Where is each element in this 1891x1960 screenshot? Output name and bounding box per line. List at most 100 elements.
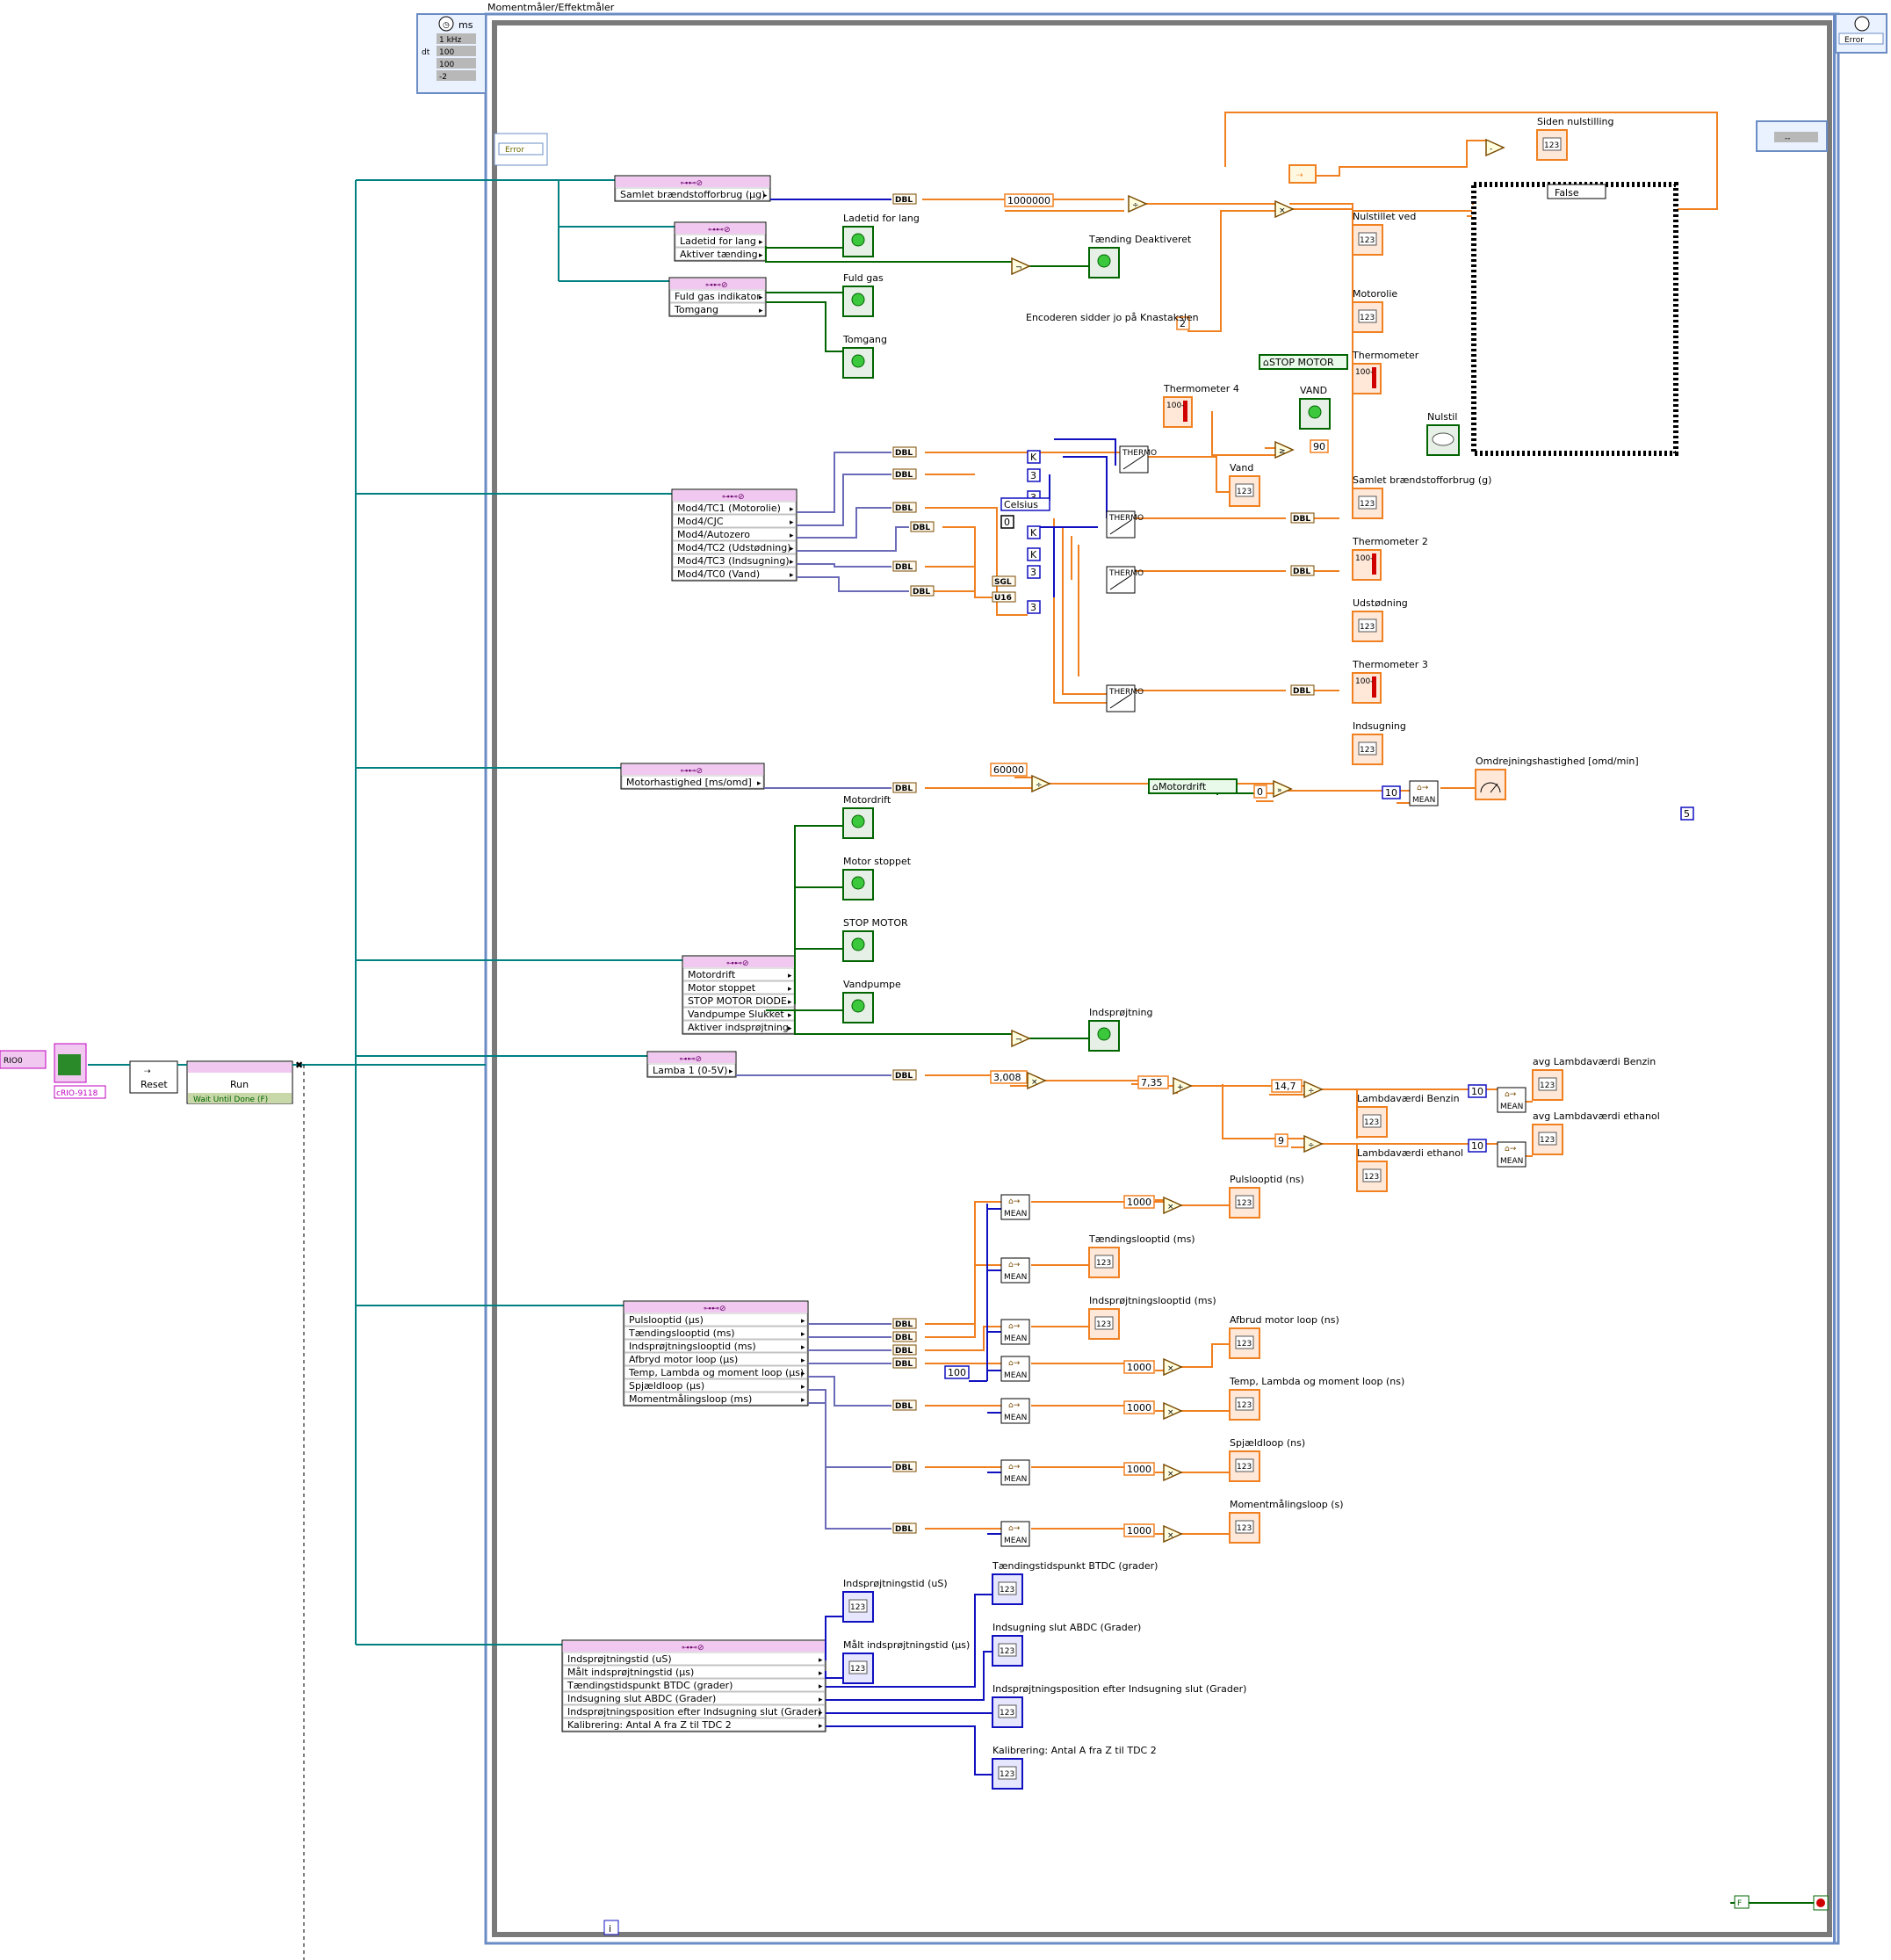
operator-node[interactable]: ×: [1027, 1071, 1047, 1090]
fpga-io-node[interactable]: ⊶⊷⊘Motorhastighed [ms/omd]▸: [620, 763, 765, 790]
type-conversion[interactable]: DBL: [892, 1331, 917, 1342]
type-conversion[interactable]: DBL: [892, 561, 917, 572]
type-conversion[interactable]: DBL: [892, 1318, 917, 1329]
operator-node[interactable]: ×: [1163, 1401, 1183, 1421]
numeric-constant[interactable]: 5: [1680, 806, 1694, 821]
operator-node[interactable]: »: [1273, 779, 1293, 799]
type-conversion[interactable]: DBL: [892, 1461, 917, 1472]
mean-node[interactable]: MEAN⌂→: [1000, 1257, 1030, 1284]
numeric-constant[interactable]: 1000000: [1004, 193, 1054, 207]
fpga-io-node[interactable]: ⊶⊷⊘Mod4/TC1 (Motorolie)▸Mod4/CJC▸Mod4/Au…: [671, 488, 798, 582]
operator-node[interactable]: ¬: [1011, 1029, 1031, 1048]
indicator[interactable]: Målt indsprøjtningstid (µs)123: [842, 1639, 970, 1684]
fpga-io-node[interactable]: ⊶⊷⊘Ladetid for lang▸Aktiver tænding▸: [674, 221, 767, 262]
numeric-constant[interactable]: 10: [1382, 785, 1401, 799]
type-conversion[interactable]: DBL: [1290, 565, 1315, 576]
thermocouple-node[interactable]: THERMO: [1106, 566, 1144, 594]
numeric-constant[interactable]: 1000: [1123, 1360, 1155, 1374]
numeric-constant[interactable]: 90: [1310, 439, 1329, 453]
type-conversion[interactable]: DBL: [892, 782, 917, 793]
indicator[interactable]: Tænding Deaktiveret: [1088, 234, 1192, 278]
mean-node[interactable]: MEAN⌂→: [1409, 780, 1439, 806]
mean-node[interactable]: MEAN⌂→: [1000, 1398, 1030, 1424]
indicator[interactable]: Indsprøjtningstid (uS)123: [842, 1578, 948, 1623]
type-conversion[interactable]: DBL: [892, 1069, 917, 1081]
operator-node[interactable]: +: [1173, 1076, 1193, 1096]
operator-node[interactable]: ×: [1163, 1357, 1183, 1377]
iteration-terminal[interactable]: i: [603, 1920, 619, 1935]
type-conversion[interactable]: DBL: [892, 1399, 917, 1411]
stop-constant[interactable]: F: [1734, 1895, 1750, 1909]
indicator[interactable]: STOP MOTOR: [842, 917, 908, 962]
indicator[interactable]: Tomgang: [842, 334, 887, 379]
indicator[interactable]: Omdrejningshastighed [omd/min]: [1475, 756, 1639, 800]
numeric-constant[interactable]: 9: [1274, 1133, 1288, 1147]
case-structure[interactable]: False: [1471, 182, 1678, 456]
numeric-constant[interactable]: 3: [1027, 565, 1041, 579]
numeric-constant[interactable]: 60000: [990, 763, 1028, 777]
numeric-constant[interactable]: 0: [1000, 515, 1014, 529]
mean-node[interactable]: MEAN⌂→: [1000, 1521, 1030, 1547]
fpga-io-node[interactable]: ⊶⊷⊘Samlet brændstofforbrug (µg)▸: [614, 175, 771, 202]
numeric-constant[interactable]: 1000: [1123, 1195, 1155, 1209]
operator-node[interactable]: -: [1485, 138, 1505, 157]
indicator[interactable]: Ladetid for lang: [842, 213, 920, 257]
timing-node[interactable]: ◷ ms 1 kHz dt 100 100 -2: [416, 13, 487, 94]
indicator[interactable]: Samlet brændstofforbrug (g)123: [1352, 474, 1491, 519]
operator-node[interactable]: ×: [1163, 1463, 1183, 1482]
type-conversion[interactable]: DBL: [892, 446, 917, 458]
timing-output-node[interactable]: Error: [1835, 13, 1887, 54]
indicator[interactable]: Indsprøjtning: [1088, 1007, 1153, 1052]
operator-node[interactable]: ¬: [1011, 257, 1031, 276]
operator-node[interactable]: ÷: [1303, 1080, 1324, 1099]
operator-node[interactable]: ×: [1163, 1196, 1183, 1215]
numeric-constant[interactable]: 100: [944, 1365, 970, 1379]
fpga-io-node[interactable]: ⊶⊷⊘Motordrift▸Motor stoppet▸STOP MOTOR D…: [682, 955, 796, 1035]
numeric-constant[interactable]: Celsius: [1000, 497, 1050, 511]
indicator[interactable]: Motor stoppet: [842, 856, 912, 900]
numeric-constant[interactable]: 7,35: [1137, 1075, 1169, 1089]
type-conversion[interactable]: DBL: [892, 502, 917, 513]
indicator[interactable]: Temp, Lambda og moment loop (ns)123: [1229, 1376, 1404, 1421]
stop-terminal[interactable]: [1813, 1895, 1829, 1911]
fpga-io-node[interactable]: ⊶⊷⊘Lamba 1 (0-5V)▸: [646, 1051, 737, 1078]
indicator[interactable]: Fuld gas: [842, 272, 884, 317]
numeric-constant[interactable]: 1000: [1123, 1523, 1155, 1537]
numeric-constant[interactable]: 14,7: [1271, 1079, 1303, 1093]
indicator[interactable]: Indsugning slut ABDC (Grader)123: [992, 1622, 1141, 1667]
numeric-constant[interactable]: 1000: [1123, 1400, 1155, 1414]
shift-register-right[interactable]: --: [1756, 120, 1828, 152]
numeric-constant[interactable]: 3,008: [990, 1070, 1028, 1084]
type-conversion[interactable]: DBL: [1290, 684, 1315, 696]
run-node[interactable]: Run Wait Until Done (F): [186, 1060, 293, 1104]
operator-node[interactable]: ×: [1274, 199, 1295, 219]
indicator[interactable]: Motordrift: [842, 794, 891, 839]
numeric-constant[interactable]: 1000: [1123, 1462, 1155, 1476]
indicator[interactable]: Momentmålingsloop (s)123: [1229, 1499, 1344, 1544]
indicator[interactable]: Indsprøjtningsposition efter Indsugning …: [992, 1683, 1246, 1728]
operator-node[interactable]: ÷: [1031, 774, 1051, 793]
thermocouple-node[interactable]: THERMO: [1106, 684, 1144, 712]
mean-node[interactable]: MEAN⌂→: [1000, 1356, 1030, 1382]
mean-node[interactable]: MEAN⌂→: [1497, 1087, 1527, 1113]
numeric-constant[interactable]: K: [1027, 547, 1041, 561]
thermocouple-node[interactable]: THERMO: [1119, 445, 1157, 474]
indicator[interactable]: Vandpumpe: [842, 979, 901, 1023]
indicator[interactable]: Pulslooptid (ns)123: [1229, 1174, 1304, 1219]
type-conversion[interactable]: DBL: [892, 1357, 917, 1369]
mean-node[interactable]: MEAN⌂→: [1000, 1459, 1030, 1486]
operator-node[interactable]: ÷: [1128, 194, 1148, 213]
indicator[interactable]: Tændingslooptid (ms)123: [1088, 1233, 1195, 1278]
